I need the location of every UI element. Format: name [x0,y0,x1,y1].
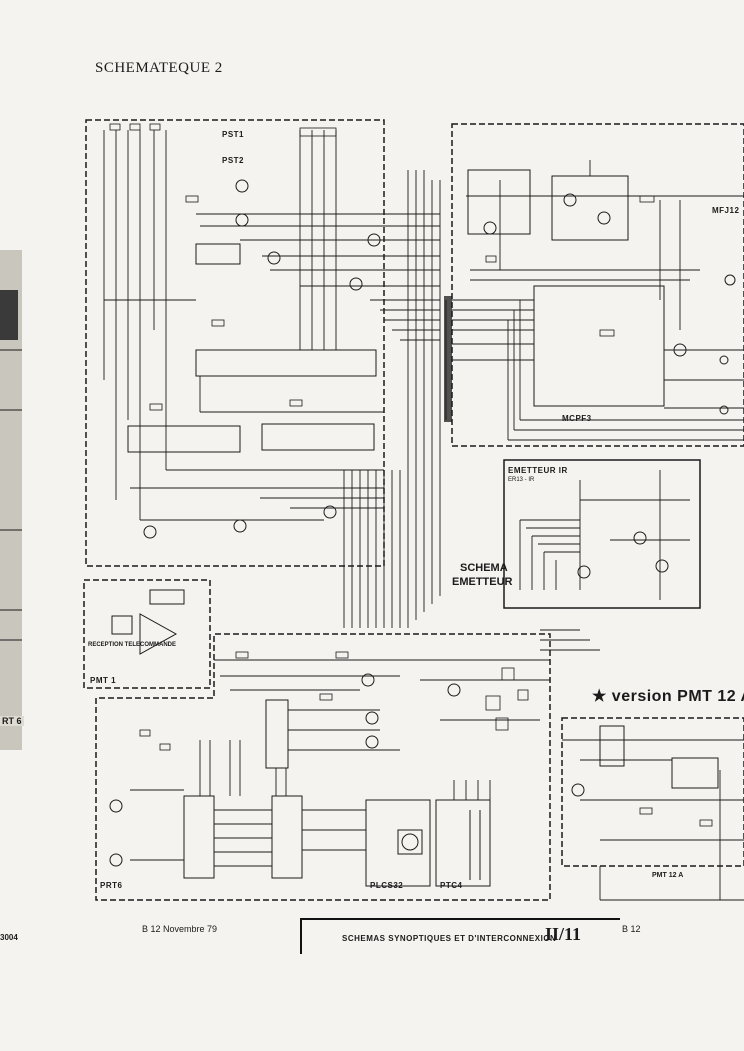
module-label-plcs32: PLCS32 [370,881,404,890]
module-label-reception: RECEPTION TELECOMMANDE [88,642,177,648]
module-label-ptc4: PTC4 [440,881,463,890]
schema-label-line2: EMETTEUR [452,576,513,588]
module-label-emetteur-sub: ER13 - IR [508,477,535,483]
module-label-pst2: PST2 [222,156,245,165]
module-label-pmt12a: PMT 12 A [652,872,684,879]
footer-page-right: B 12 [622,924,641,934]
version-label: ★ version PMT 12 A [592,688,744,705]
module-label-mfj12: MFJ12 [712,206,740,215]
module-label-prt6: PRT6 [100,881,123,890]
footer-caption-box [300,918,620,954]
footer-section-number: II/11 [545,924,582,944]
module-label-pmt1: PMT 1 [90,676,117,685]
module-label-pst1: PST1 [222,130,245,139]
page-title: SCHEMATEQUE 2 [95,60,223,76]
module-label-mcpf3: MCPF3 [562,414,592,423]
footer-caption: SCHEMAS SYNOPTIQUES ET D'INTERCONNEXION [342,934,557,943]
schema-label-line1: SCHEMA [460,562,508,574]
module-label-emetteur: EMETTEUR IR [508,466,568,475]
footer-page-date: B 12 Novembre 79 [142,924,218,934]
footer-code: 3004 [0,933,18,942]
left-edge-label: RT 6 [0,716,24,726]
